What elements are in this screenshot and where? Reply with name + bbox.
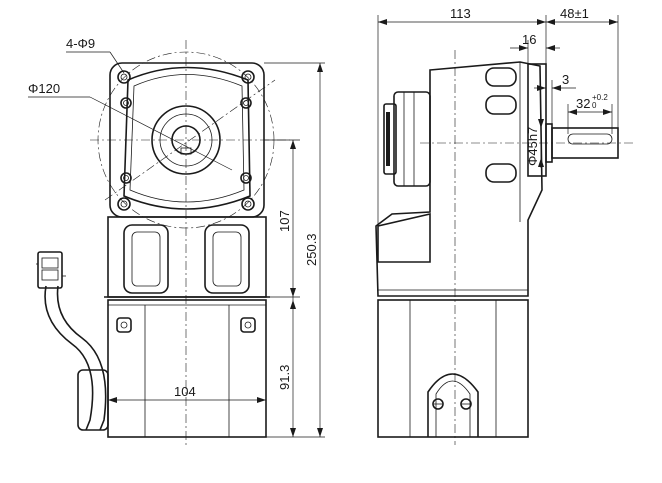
height-gear-label: 107 — [277, 210, 292, 232]
shaft-len-label: 48±1 — [560, 6, 589, 21]
circle-label: Φ120 — [28, 81, 60, 96]
end-cap — [393, 91, 431, 187]
power-cable — [36, 251, 109, 431]
dim-shoulder: 3 — [534, 72, 576, 124]
side-gear-block — [377, 212, 431, 263]
dim-holes: 4-Φ9 — [66, 36, 125, 74]
height-motor-label: 91.3 — [277, 365, 292, 390]
dim-shaft-dia: Φ45h7 — [525, 118, 544, 168]
diagonal-centerline — [104, 79, 276, 201]
shoulder-label: 3 — [562, 72, 569, 87]
motor-bolts — [116, 317, 256, 333]
output-flange — [527, 63, 547, 177]
shaft-dia-label: Φ45h7 — [525, 127, 540, 166]
dim-flange-len: 16 — [510, 32, 560, 64]
gear-window-left — [123, 224, 169, 294]
holes-label: 4-Φ9 — [66, 36, 95, 51]
motor-body — [107, 299, 267, 438]
dim-circle: Φ120 — [28, 81, 233, 171]
side-housing — [375, 61, 543, 297]
gear-window-right — [204, 224, 250, 294]
key-len-label: 32 — [576, 96, 590, 111]
length-body-label: 113 — [450, 6, 471, 21]
dim-shaft-len: 48±1 — [546, 6, 619, 128]
gear-housing-inner — [129, 74, 245, 203]
flange-len-label: 16 — [522, 32, 536, 47]
key-tol-lower: 0 — [592, 101, 597, 110]
dim-length-body: 113 — [377, 6, 547, 226]
gear-housing-outline — [123, 66, 251, 210]
shaft-key — [567, 133, 613, 145]
height-total-label: 250.3 — [304, 233, 319, 266]
key-tol-upper: +0.2 — [592, 93, 608, 102]
flange-holes — [117, 70, 255, 211]
cable-gland — [427, 373, 479, 437]
width-body-label: 104 — [174, 384, 196, 399]
side-motor-body — [377, 299, 529, 438]
dim-verticals: 107 250.3 91.3 — [264, 62, 325, 438]
front-view: 4-Φ9 Φ120 107 250.3 91.3 — [28, 36, 325, 445]
dim-width: 104 — [108, 384, 266, 403]
side-view: 113 48±1 16 3 — [375, 6, 636, 445]
output-boss — [151, 105, 221, 175]
dim-key-len: 32 +0.2 0 — [567, 93, 613, 134]
